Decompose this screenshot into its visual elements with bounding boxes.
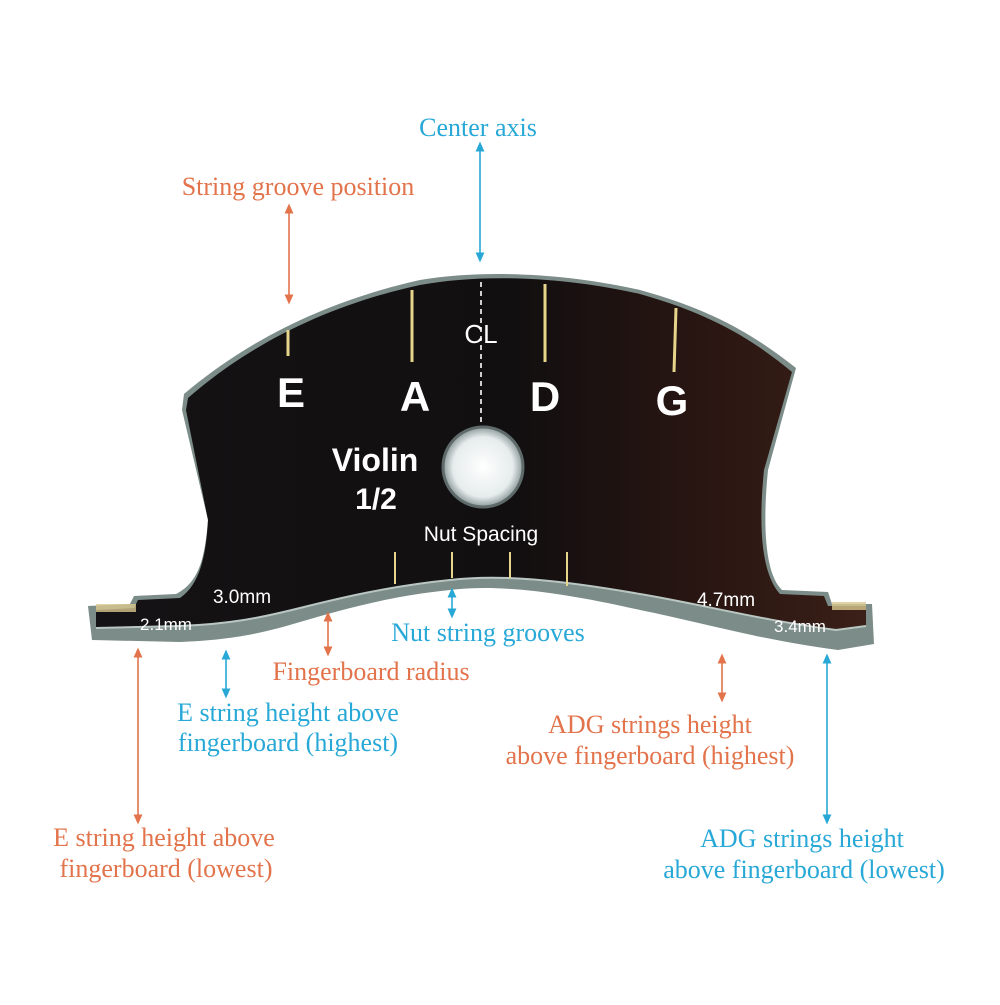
left-ledge [96, 604, 136, 612]
fingerboard-radius-edge [95, 576, 867, 632]
size-label: 1/2 [355, 483, 397, 516]
adg-low-label-line1: ADG strings height [700, 824, 904, 853]
e-high-mm-label: 3.0mm [213, 587, 271, 608]
right-ledge [832, 602, 866, 610]
e-high-label-line2: fingerboard (highest) [178, 728, 398, 757]
string-letter-e: E [277, 369, 305, 416]
adg-high-label-line2: above fingerboard (highest) [506, 741, 795, 770]
adg-low-label-line2: above fingerboard (lowest) [663, 855, 945, 884]
instrument-label: Violin [332, 442, 419, 478]
groove-g [672, 307, 678, 373]
nut-grooves [394, 552, 568, 586]
adg-high-mm-label: 4.7mm [697, 590, 755, 611]
center-hole [441, 425, 525, 509]
callout-arrows [133, 141, 832, 825]
center-axis-label: Center axis [419, 113, 537, 142]
e-low-mm-label: 2.1mm [140, 615, 192, 634]
e-low-label-line1: E string height above [53, 823, 275, 852]
adg-high-label-line1: ADG strings height [548, 710, 752, 739]
adg-low-mm-label: 3.4mm [774, 617, 826, 636]
string-groove-position-label: String groove position [182, 172, 415, 201]
nut-spacing-label: Nut Spacing [424, 523, 538, 546]
string-grooves [286, 284, 678, 373]
e-high-label-line1: E string height above [177, 698, 399, 727]
nut-string-grooves-label: Nut string grooves [391, 618, 585, 647]
string-letter-g: G [656, 377, 689, 424]
fingerboard-radius-label: Fingerboard radius [272, 657, 469, 686]
center-mark-label: CL [464, 319, 497, 349]
string-letter-d: D [530, 373, 560, 420]
e-low-label-line2: fingerboard (lowest) [60, 854, 273, 883]
callout-labels: Center axis String groove position Nut s… [53, 113, 945, 884]
bridge-template: CL E A D G Violin 1/2 Nut Spacing 3.0mm … [88, 274, 874, 650]
string-letter-a: A [400, 373, 430, 420]
